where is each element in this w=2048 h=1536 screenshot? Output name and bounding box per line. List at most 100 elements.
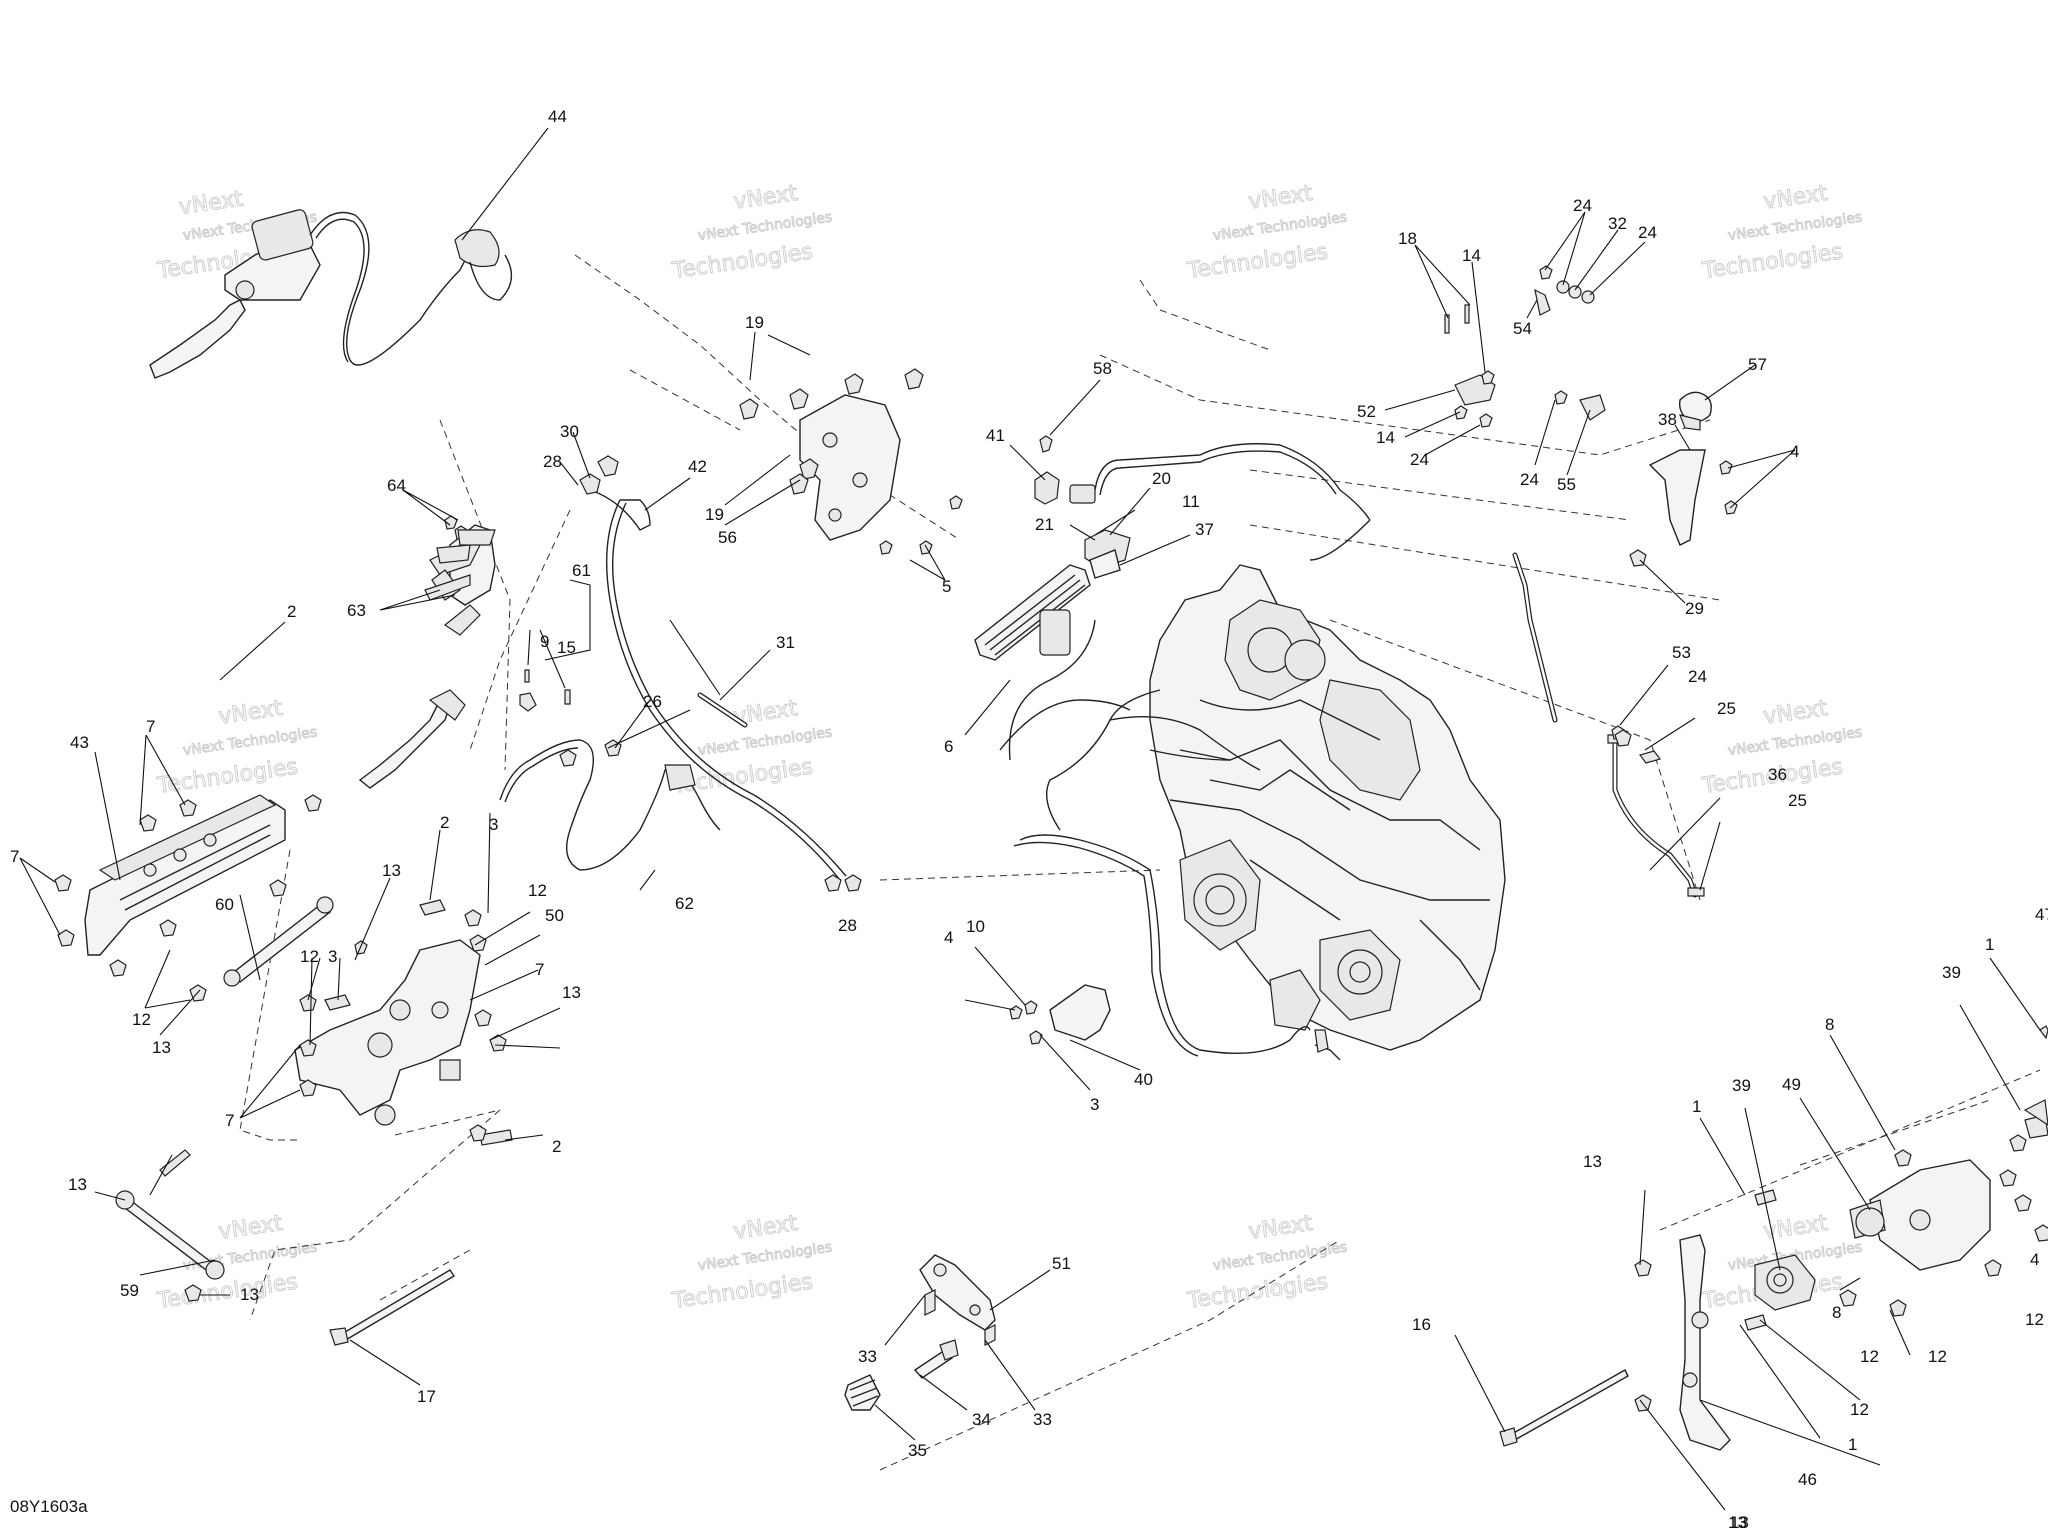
callout-4: 4 xyxy=(944,928,953,947)
callout-62: 62 xyxy=(675,894,694,913)
callout-44: 44 xyxy=(548,107,567,126)
callout-8: 8 xyxy=(1832,1303,1841,1322)
callout-28: 28 xyxy=(838,916,857,935)
callout-34: 34 xyxy=(972,1410,991,1429)
callout-11: 11 xyxy=(1182,492,1200,511)
coolant-hose-right xyxy=(1607,725,1705,898)
svg-text:Technologies: Technologies xyxy=(670,239,814,284)
callout-12: 12 xyxy=(1928,1347,1947,1366)
callout-13: 13 xyxy=(240,1285,259,1304)
callout-5: 5 xyxy=(942,577,951,596)
callout-12: 12 xyxy=(132,1010,151,1029)
callout-7: 7 xyxy=(225,1111,234,1130)
master-cylinder-assembly xyxy=(358,515,571,789)
callout-13: 13 xyxy=(1583,1152,1602,1171)
callout-4: 4 xyxy=(1790,442,1799,461)
svg-text:vNext: vNext xyxy=(1247,181,1314,215)
watermark: vNext vNext Technologies Technologies xyxy=(1184,1210,1348,1314)
svg-text:vNext: vNext xyxy=(177,187,244,221)
breather-tube xyxy=(697,692,748,728)
fuse-relay-box xyxy=(974,564,1131,761)
long-bolt-17 xyxy=(329,1269,455,1346)
svg-text:vNext: vNext xyxy=(732,181,799,215)
callout-64: 64 xyxy=(387,476,406,495)
watermark: vNext vNext Technologies Technologies xyxy=(1184,180,1348,284)
callout-39: 39 xyxy=(1942,963,1961,982)
callout-13: 13 xyxy=(152,1038,171,1057)
heat-shield xyxy=(1009,984,1111,1045)
callout-40: 40 xyxy=(1134,1070,1153,1089)
callout-63: 63 xyxy=(347,601,366,620)
callout-57: 57 xyxy=(1748,355,1767,374)
callout-3: 3 xyxy=(1090,1095,1099,1114)
svg-text:vNext: vNext xyxy=(217,696,284,730)
callout-35: 35 xyxy=(908,1441,927,1460)
watermark: vNext vNext Technologies Technologies xyxy=(1699,180,1863,284)
callout-18: 18 xyxy=(1398,229,1417,248)
svg-text:Technologies: Technologies xyxy=(1185,1269,1329,1314)
callout-49: 49 xyxy=(1782,1075,1801,1094)
callout-50: 50 xyxy=(545,906,564,925)
callout-33: 33 xyxy=(1033,1410,1052,1429)
map-sensor-group xyxy=(1034,435,1371,579)
callout-51: 51 xyxy=(1052,1254,1071,1273)
svg-text:vNext: vNext xyxy=(1762,1211,1829,1245)
callout-2: 2 xyxy=(552,1137,561,1156)
callout-47: 47 xyxy=(2035,905,2048,924)
callout-28: 28 xyxy=(543,452,562,471)
brake-line xyxy=(559,455,862,892)
callout-41: 41 xyxy=(986,426,1005,445)
drawing-code: 08Y1603a xyxy=(10,1497,88,1516)
callout-24: 24 xyxy=(1520,470,1539,489)
rear-engine-mount xyxy=(1634,1025,2048,1451)
callout-19: 19 xyxy=(745,313,764,332)
gear-linkage-bracket xyxy=(844,1254,996,1411)
svg-text:vNext Technologies: vNext Technologies xyxy=(182,724,318,759)
svg-text:Technologies: Technologies xyxy=(1185,239,1329,284)
svg-text:vNext: vNext xyxy=(1247,1211,1314,1245)
callout-46: 46 xyxy=(1798,1470,1817,1489)
svg-text:vNext: vNext xyxy=(1762,696,1829,730)
callout-13: 13 xyxy=(562,983,581,1002)
callout-21: 21 xyxy=(1035,515,1054,534)
callout-10: 10 xyxy=(966,917,985,936)
callout-13: 13 xyxy=(382,861,401,880)
svg-text:vNext Technologies: vNext Technologies xyxy=(697,209,833,244)
svg-text:vNext: vNext xyxy=(1762,181,1829,215)
callout-2: 2 xyxy=(440,813,449,832)
callout-19: 19 xyxy=(705,505,724,524)
svg-text:Technologies: Technologies xyxy=(155,1269,299,1314)
callout-25: 25 xyxy=(1717,699,1736,718)
callout-15: 15 xyxy=(557,638,576,657)
callout-14: 14 xyxy=(1462,246,1481,265)
callout-31: 31 xyxy=(776,633,795,652)
callout-20: 20 xyxy=(1152,469,1171,488)
callout-7: 7 xyxy=(146,717,155,736)
callout-43: 43 xyxy=(70,733,89,752)
callout-1: 1 xyxy=(1848,1435,1857,1454)
callout-17: 17 xyxy=(417,1387,436,1406)
callout-38: 38 xyxy=(1658,410,1677,429)
callout-56: 56 xyxy=(718,528,737,547)
callout-3: 3 xyxy=(489,815,498,834)
callout-12: 12 xyxy=(1850,1400,1869,1419)
svg-text:Technologies: Technologies xyxy=(670,1269,814,1314)
callout-33: 33 xyxy=(858,1347,877,1366)
callout-12: 12 xyxy=(528,881,547,900)
callout-52: 52 xyxy=(1357,402,1376,421)
callout-60: 60 xyxy=(215,895,234,914)
callout-13: 13 xyxy=(68,1175,87,1194)
svg-text:vNext: vNext xyxy=(217,1211,284,1245)
svg-text:vNext Technologies: vNext Technologies xyxy=(697,724,833,759)
callout-13: 13 xyxy=(1730,1513,1749,1532)
callout-25: 25 xyxy=(1788,791,1807,810)
engine-mount-bracket xyxy=(294,899,513,1146)
callout-37: 37 xyxy=(1195,520,1214,539)
callout-61: 61 xyxy=(572,561,591,580)
callout-26: 26 xyxy=(643,692,662,711)
callout-6: 6 xyxy=(944,737,953,756)
callout-30: 30 xyxy=(560,422,579,441)
oil-filler-bracket xyxy=(1629,391,1738,567)
throttle-lever-assembly xyxy=(149,209,513,379)
